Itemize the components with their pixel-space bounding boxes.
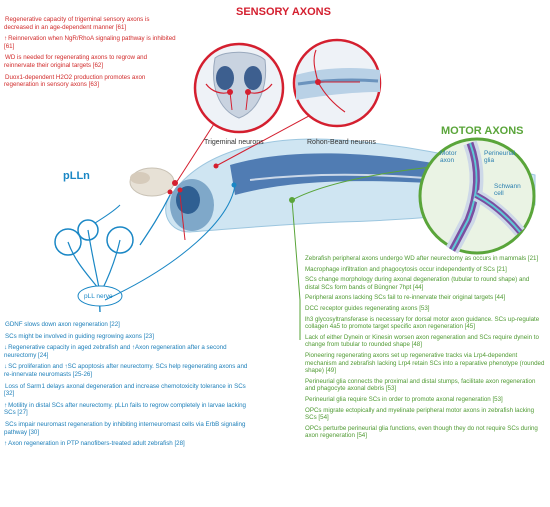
rohon-connector — [215, 109, 321, 167]
trigeminal-label: Trigeminal neurons — [204, 139, 264, 146]
motor-connector — [291, 199, 301, 340]
motor-item: Macrophage infiltration and phagocytosis… — [305, 265, 507, 273]
motor-item: Zebrafish peripheral axons undergo WD af… — [305, 255, 539, 262]
motor-item: OPCs migrate ectopically and myelinate p… — [305, 406, 535, 422]
motor-item: lh3 glycosyltransferase is necessary for… — [305, 315, 540, 331]
motor-axon-inset — [418, 137, 536, 255]
motor-item: Lack of either Dynein or Kinesin worsen … — [305, 333, 539, 349]
pll-item: ↑Motility in distal SCs after neurectomy… — [4, 401, 246, 417]
rohon-beard-label: Rohon-Beard neurons — [307, 139, 376, 146]
motor-findings: Zebrafish peripheral axons undergo WD af… — [305, 255, 545, 440]
pll-item: Loss of Sarm1 delays axonal degeneration… — [4, 382, 246, 398]
sensory-item: Duox1-dependent H2O2 production promotes… — [4, 73, 146, 89]
rohon-beard-inset — [292, 38, 382, 128]
pll-findings: GDNF slows down axon regeneration [22] S… — [4, 321, 248, 448]
schwann-cell-label: Schwann cell — [494, 183, 521, 197]
pll-item: ↓SC proliferation and ↑SC apoptosis afte… — [4, 363, 248, 378]
motor-item: DCC receptor guides regenerating axons [… — [305, 304, 430, 312]
motor-axons-title: MOTOR AXONS — [441, 125, 524, 137]
pll-nerve-inset — [54, 184, 236, 313]
sensory-item: Regenerative capacity of trigeminal sens… — [4, 16, 150, 31]
sensory-findings: Regenerative capacity of trigeminal sens… — [4, 16, 179, 89]
pll-title: pLLn — [63, 170, 90, 182]
pll-item: ↓Regenerative capacity in aged zebrafish… — [4, 344, 227, 359]
motor-item: Pioneering regenerating axons set up reg… — [305, 351, 545, 375]
pll-item: SCs might be involved in guiding regrowi… — [5, 332, 154, 340]
motor-axon-label: Motor axon — [440, 150, 457, 164]
trigeminal-inset — [193, 42, 285, 134]
perineurial-glia-label: Perineurial glia — [484, 150, 516, 164]
sensory-axons-title: SENSORY AXONS — [236, 6, 331, 18]
motor-item: OPCs perturbe perineurial glia functions… — [305, 424, 538, 440]
motor-item: Peripheral axons lacking SCs fail to re-… — [305, 294, 506, 302]
motor-item: SCs change morphology during axonal dege… — [305, 276, 530, 291]
sensory-item: ↑Reinnervation when NgR/RhoA signaling p… — [4, 35, 176, 50]
pll-item: ↑Axon regeneration in PTP nanofibers-tre… — [4, 440, 185, 448]
sensory-item: WD is needed for regenerating axons to r… — [4, 54, 148, 69]
motor-item: Perineurial glia require SCs in order to… — [305, 395, 503, 403]
pll-item: SCs impair neuromast regeneration by inh… — [4, 420, 246, 436]
pll-item: GDNF slows down axon regeneration [22] — [5, 321, 120, 328]
pll-nerve-label: pLL nerve — [84, 293, 113, 300]
motor-item: Perineurial glia connects the proximal a… — [305, 377, 536, 393]
